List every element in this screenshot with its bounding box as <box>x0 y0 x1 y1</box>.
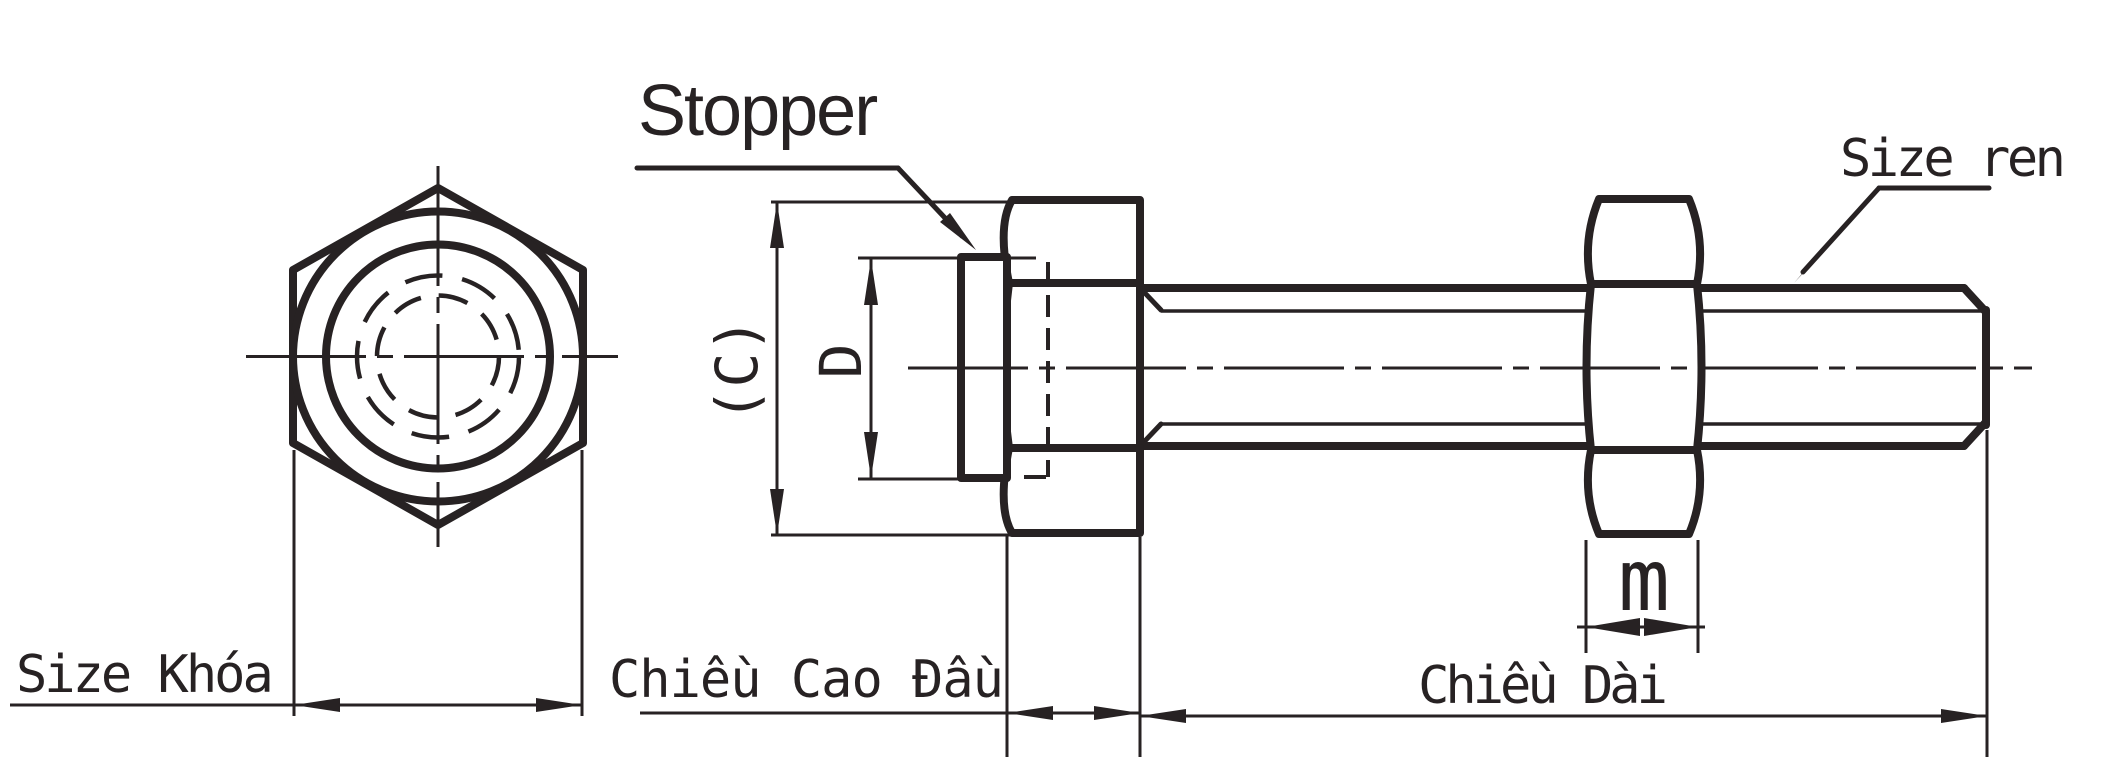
thread-major-hidden-circle <box>354 273 522 440</box>
d-arrow-up <box>864 259 878 305</box>
stopper-label: Stopper <box>638 71 877 151</box>
size-khoa-arrow-left <box>294 698 340 712</box>
size-ren-label: Size ren <box>1840 129 2062 189</box>
dimension-c: (C) <box>703 200 1042 537</box>
label-size-ren: Size ren <box>1794 129 2066 283</box>
stopper-leader-arrow <box>940 213 976 250</box>
dimension-chieu-dai: Chiều Dài <box>1140 430 1989 757</box>
hex-outline <box>289 184 587 529</box>
side-view-bolt: (C) D Stopper Size ren <box>609 71 2066 757</box>
m-label: m <box>1618 531 1670 631</box>
cao-dau-arrow-right <box>1094 706 1140 720</box>
dimension-size-khoa: Size Khóa <box>10 450 584 716</box>
label-stopper: Stopper <box>634 71 976 250</box>
thread-minor-hidden-circle <box>374 293 502 420</box>
size-ren-leader-arrow <box>1794 245 1829 283</box>
chieu-dai-arrow-left <box>1140 709 1186 723</box>
d-arrow-down <box>864 432 878 478</box>
c-arrow-down <box>770 489 784 535</box>
dimension-d: D <box>807 256 1036 481</box>
d-label: D <box>807 344 875 379</box>
head-chamfer-circle <box>289 207 587 506</box>
m-arrow-left <box>1586 618 1640 636</box>
front-view-hex-head <box>246 166 618 547</box>
chieu-cao-dau-label: Chiều Cao Đầu <box>609 650 1003 710</box>
cao-dau-arrow-left <box>1007 706 1053 720</box>
dimension-m: m <box>1577 531 1705 653</box>
c-arrow-up <box>770 202 784 248</box>
c-label: (C) <box>703 318 771 423</box>
shaft-start-chamfer-top <box>1139 287 1164 313</box>
shaft-start-chamfer-bottom <box>1139 421 1164 447</box>
chieu-dai-label: Chiều Dài <box>1418 656 1664 716</box>
threaded-shaft <box>1136 284 1990 450</box>
size-khoa-arrow-right <box>536 698 582 712</box>
m-arrow-right <box>1644 618 1698 636</box>
stopper-diameter-circle <box>322 240 554 473</box>
size-khoa-label: Size Khóa <box>16 645 271 705</box>
chieu-dai-arrow-right <box>1941 709 1987 723</box>
tip-chamfer-top <box>1960 284 1990 316</box>
dimension-chieu-cao-dau: Chiều Cao Đầu <box>609 536 1142 757</box>
